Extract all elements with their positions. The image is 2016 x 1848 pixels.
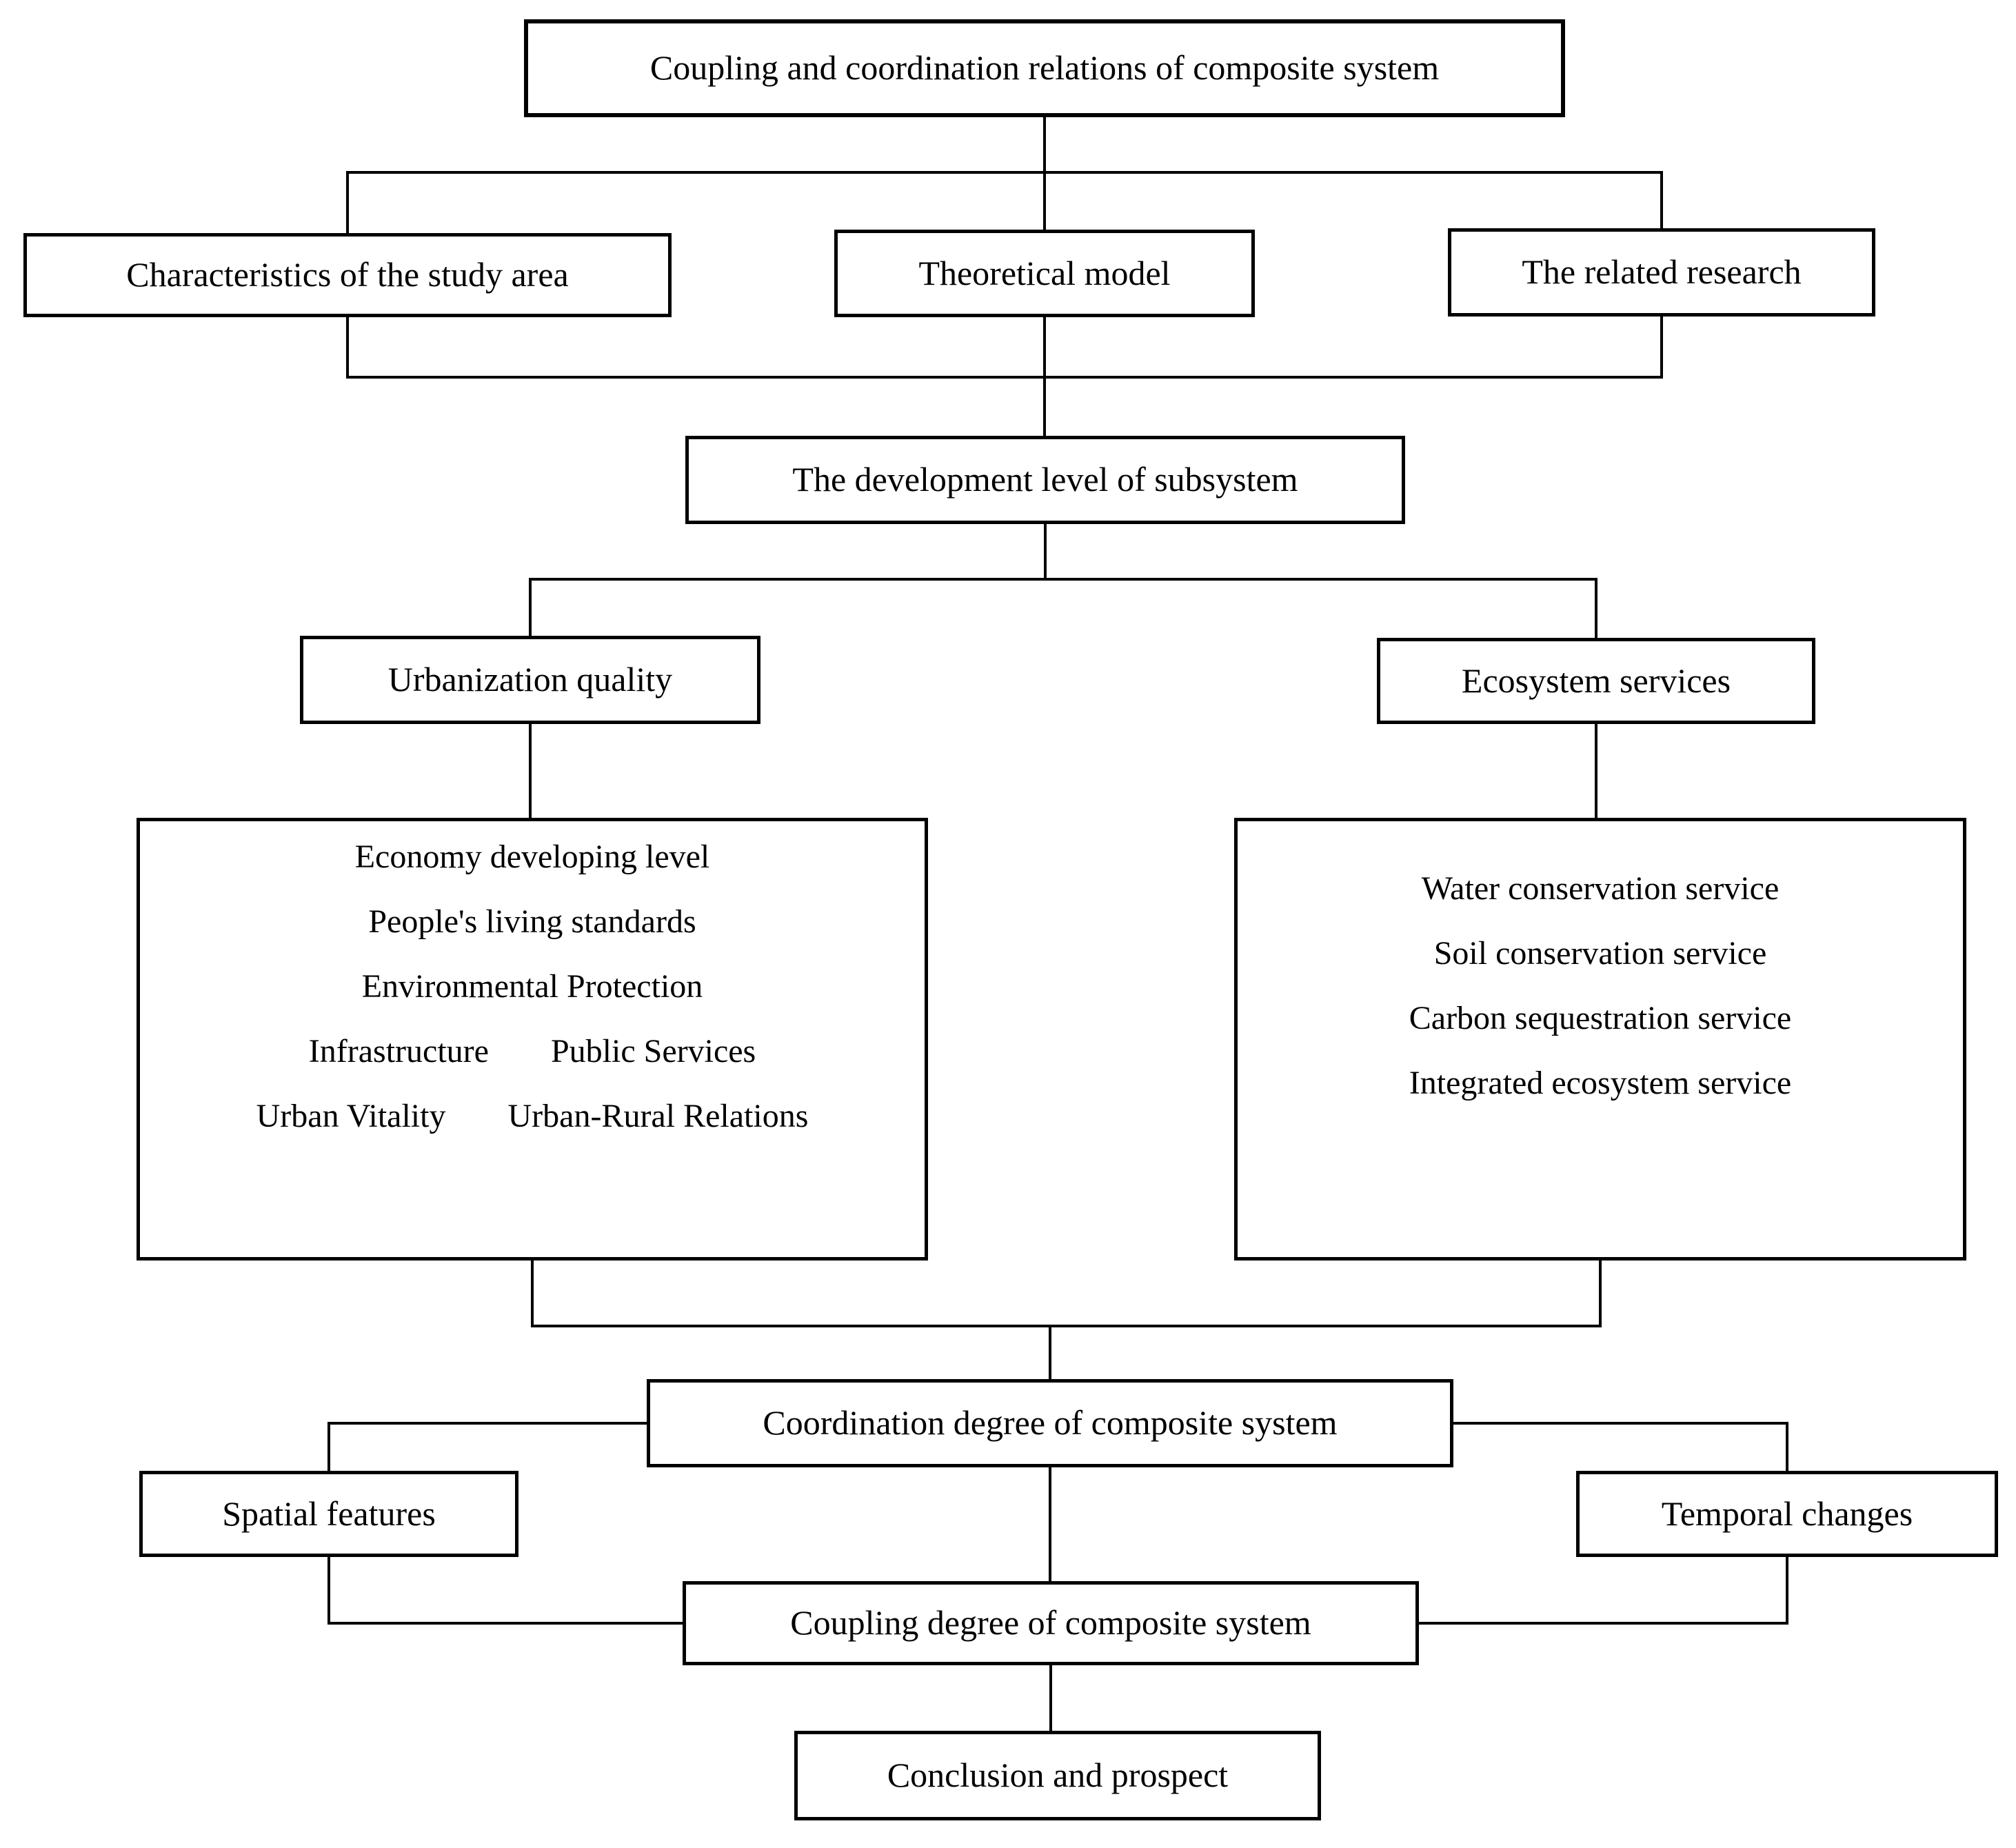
- edge-coupling-to-conclusion: [1049, 1665, 1052, 1731]
- urbanization-indicator-row: Infrastructure Public Services: [140, 1018, 925, 1083]
- node-urbanization-quality-label: Urbanization quality: [387, 660, 673, 699]
- indicator-public-services: Public Services: [550, 1032, 756, 1069]
- node-study-area-label: Characteristics of the study area: [126, 255, 569, 294]
- indicator-living-standards: People's living standards: [368, 903, 696, 940]
- edge-bus1-to-study-area: [346, 171, 349, 233]
- node-coordination-degree: Coordination degree of composite system: [647, 1379, 1453, 1467]
- node-conclusion-label: Conclusion and prospect: [887, 1756, 1229, 1795]
- indicator-soil-conservation: Soil conservation service: [1433, 934, 1767, 972]
- node-coordination-degree-label: Coordination degree of composite system: [763, 1403, 1338, 1443]
- urbanization-indicator-row: Urban Vitality Urban-Rural Relations: [140, 1083, 925, 1148]
- indicator-environmental-protection: Environmental Protection: [361, 967, 703, 1005]
- node-coupling-degree: Coupling degree of composite system: [683, 1581, 1419, 1665]
- node-urbanization-quality: Urbanization quality: [300, 636, 760, 724]
- edge-left-group-to-bus4: [531, 1261, 534, 1326]
- edge-spatial-down: [327, 1557, 330, 1625]
- edge-bus1: [347, 171, 1662, 174]
- indicator-integrated-ecosystem: Integrated ecosystem service: [1409, 1064, 1792, 1101]
- edge-temporal-to-coupling: [1419, 1622, 1788, 1625]
- edge-down-to-temporal: [1786, 1422, 1788, 1471]
- node-temporal-changes-label: Temporal changes: [1661, 1494, 1913, 1533]
- edge-coordination-to-coupling: [1049, 1467, 1051, 1581]
- edge-bus4-to-coordination: [1049, 1325, 1051, 1379]
- node-spatial-features: Spatial features: [139, 1471, 518, 1557]
- node-study-area: Characteristics of the study area: [23, 233, 672, 317]
- edge-bus1-to-theoretical: [1043, 171, 1046, 230]
- node-root: Coupling and coordination relations of c…: [524, 19, 1565, 117]
- indicator-water-conservation: Water conservation service: [1421, 870, 1780, 907]
- node-temporal-changes: Temporal changes: [1576, 1471, 1998, 1557]
- edge-temporal-down: [1786, 1557, 1788, 1625]
- edge-bus2: [347, 376, 1662, 379]
- node-conclusion: Conclusion and prospect: [794, 1731, 1321, 1820]
- edge-spatial-to-coupling: [327, 1622, 683, 1625]
- edge-coordination-left: [329, 1422, 647, 1425]
- node-spatial-features-label: Spatial features: [222, 1494, 436, 1533]
- group-urbanization-indicators: Economy developing level People's living…: [137, 818, 928, 1261]
- edge-study-area-to-bus2: [346, 317, 349, 379]
- urbanization-indicator-row: Economy developing level: [140, 824, 925, 889]
- edge-theoretical-to-subsystem: [1043, 317, 1046, 436]
- node-subsystem-level: The development level of subsystem: [685, 436, 1405, 524]
- urbanization-indicator-row: People's living standards: [140, 889, 925, 954]
- indicator-infrastructure: Infrastructure: [308, 1032, 489, 1069]
- node-related-research-label: The related research: [1522, 252, 1802, 292]
- edge-bus3-to-urbanization: [529, 578, 532, 636]
- node-root-label: Coupling and coordination relations of c…: [649, 48, 1440, 88]
- edge-related-to-bus2: [1660, 317, 1663, 379]
- edge-down-to-spatial: [327, 1422, 330, 1471]
- edge-bus4: [531, 1325, 1602, 1327]
- indicator-carbon-sequestration: Carbon sequestration service: [1409, 999, 1792, 1036]
- edge-bus3-to-ecosystem: [1595, 578, 1597, 638]
- edge-bus3: [530, 578, 1596, 581]
- edge-root-to-bus1: [1043, 117, 1046, 172]
- indicator-urban-rural-relations: Urban-Rural Relations: [507, 1097, 809, 1134]
- node-ecosystem-services: Ecosystem services: [1377, 638, 1815, 724]
- node-ecosystem-services-label: Ecosystem services: [1461, 661, 1731, 700]
- indicator-urban-vitality: Urban Vitality: [256, 1097, 446, 1134]
- node-subsystem-level-label: The development level of subsystem: [792, 460, 1298, 499]
- group-ecosystem-indicators: Water conservation service Soil conserva…: [1234, 818, 1966, 1261]
- node-theoretical-model-label: Theoretical model: [918, 253, 1171, 292]
- ecosystem-indicator-row: Soil conservation service: [1238, 921, 1963, 985]
- edge-right-group-to-bus4: [1599, 1261, 1602, 1326]
- edge-bus1-to-related: [1660, 171, 1663, 228]
- edge-urbanization-to-group: [529, 724, 532, 818]
- indicator-economy: Economy developing level: [354, 838, 710, 875]
- ecosystem-indicator-row: Carbon sequestration service: [1238, 985, 1963, 1050]
- ecosystem-indicator-row: Integrated ecosystem service: [1238, 1050, 1963, 1115]
- edge-ecosystem-to-group: [1595, 724, 1597, 818]
- node-related-research: The related research: [1448, 228, 1875, 317]
- edge-coordination-right: [1453, 1422, 1787, 1425]
- ecosystem-indicator-row: Water conservation service: [1238, 856, 1963, 921]
- node-theoretical-model: Theoretical model: [834, 230, 1255, 317]
- node-coupling-degree-label: Coupling degree of composite system: [790, 1603, 1311, 1643]
- edge-subsystem-to-bus3: [1044, 524, 1047, 579]
- urbanization-indicator-row: Environmental Protection: [140, 954, 925, 1018]
